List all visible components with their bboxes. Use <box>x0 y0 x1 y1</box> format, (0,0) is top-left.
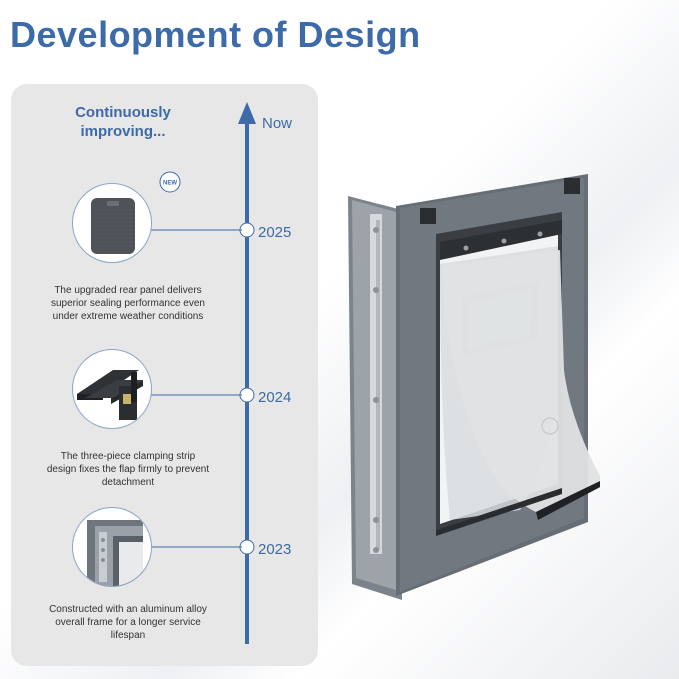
timeline-line <box>245 122 249 644</box>
now-label: Now <box>262 115 293 132</box>
year-2024: 2024 <box>258 389 292 406</box>
year-2025: 2025 <box>258 224 292 241</box>
milestone-2025-description: The upgraded rear panel delivers superio… <box>30 284 226 323</box>
page-title: Development of Design <box>10 14 421 55</box>
aluminum-frame-icon <box>72 507 152 587</box>
year-2023: 2023 <box>258 541 292 558</box>
front-flap <box>442 250 600 512</box>
flap-bottom-strip <box>536 480 600 520</box>
milestone-2023-line-2: overall frame for a longer service <box>55 617 201 628</box>
rear-panel-icon <box>72 183 152 263</box>
subtitle-line-2: improving... <box>80 123 166 140</box>
clamping-strip-icon <box>72 349 152 429</box>
connector-lines <box>150 229 242 548</box>
milestone-2024-line-1: The three-piece clamping strip <box>60 451 196 462</box>
subtitle-line-1: Continuously <box>75 104 171 121</box>
milestone-2024-line-3: detachment <box>101 477 155 488</box>
milestone-2025-line-1: The upgraded rear panel delivers <box>54 285 202 296</box>
milestone-2024-line-2: design fixes the flap firmly to prevent <box>46 464 210 475</box>
pet-door-product-image <box>348 174 600 600</box>
milestone-2023-description: Constructed with an aluminum alloy overa… <box>30 603 226 642</box>
milestone-2025-line-3: under extreme weather conditions <box>52 311 204 322</box>
timeline-axis <box>238 102 256 644</box>
timeline-arrow-icon <box>238 102 256 124</box>
side-hardware <box>370 214 382 554</box>
top-clamp-strip <box>440 220 562 260</box>
milestone-2023-line-1: Constructed with an aluminum alloy <box>49 604 207 615</box>
new-badge-icon: NEW <box>159 171 181 193</box>
milestone-2025-line-2: superior sealing performance even <box>51 298 205 309</box>
new-badge-text: NEW <box>163 181 177 187</box>
milestone-2024-description: The three-piece clamping strip design fi… <box>30 450 226 489</box>
milestone-2023-line-3: lifespan <box>110 630 146 641</box>
timeline-subtitle: Continuously improving... <box>48 103 198 141</box>
